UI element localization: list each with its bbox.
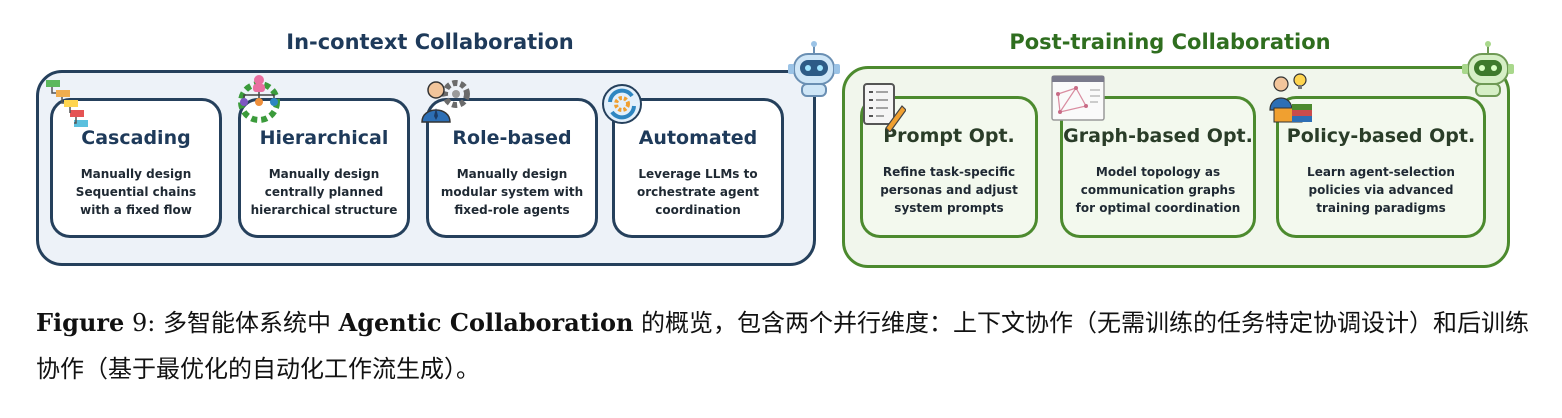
card-description: Manually design modular system with fixe…	[440, 167, 584, 217]
person-gear-icon	[421, 80, 470, 123]
robot-blue-icon	[788, 41, 840, 97]
post-training-title: Post-training Collaboration	[1009, 30, 1331, 54]
card-title: Graph-based Opt.	[1063, 125, 1253, 147]
in-context-title: In-context Collaboration	[286, 30, 574, 54]
card-title: Prompt Opt.	[883, 125, 1015, 147]
automation-cycle-icon	[602, 84, 642, 124]
robot-green-icon	[1462, 41, 1514, 97]
card-description: Manually design centrally planned hierar…	[250, 167, 398, 217]
card-automated: Automated Leverage LLMs to orchestrate a…	[612, 98, 784, 238]
card-title: Hierarchical	[259, 127, 389, 149]
card-description: Refine task-specific personas and adjust…	[880, 165, 1018, 215]
card-title: Policy-based Opt.	[1286, 125, 1476, 147]
card-title: Cascading	[81, 127, 191, 149]
graph-window-icon	[1051, 75, 1105, 121]
card-description: Leverage LLMs to orchestrate agent coord…	[636, 167, 759, 217]
caption-text-a: : 多智能体系统中	[147, 309, 339, 337]
hierarchy-gear-icon	[238, 75, 280, 123]
flowchart-icon	[46, 80, 88, 127]
caption-text-b: 的概览，包含两个并行维度：上下文协作（无需训练的任务特定协调设计）和后训练协作（…	[36, 309, 1530, 383]
caption-number: 9	[131, 309, 148, 337]
person-lightbulb-icon	[1269, 73, 1312, 123]
card-description: Model topology as communication graphs f…	[1075, 165, 1241, 215]
card-description: Learn agent-selection policies via advan…	[1307, 165, 1455, 215]
card-title: Role-based	[452, 127, 572, 149]
card-role-based: Role-based Manually design modular syste…	[426, 98, 598, 238]
caption-label: Figure	[36, 308, 125, 337]
caption-bold-term: Agentic Collaboration	[338, 308, 634, 337]
checklist-pencil-icon	[863, 83, 906, 132]
card-description: Manually design Sequential chains with a…	[75, 167, 197, 217]
card-title: Automated	[638, 127, 758, 149]
figure-caption: Figure 9: 多智能体系统中 Agentic Collaboration …	[36, 300, 1536, 392]
